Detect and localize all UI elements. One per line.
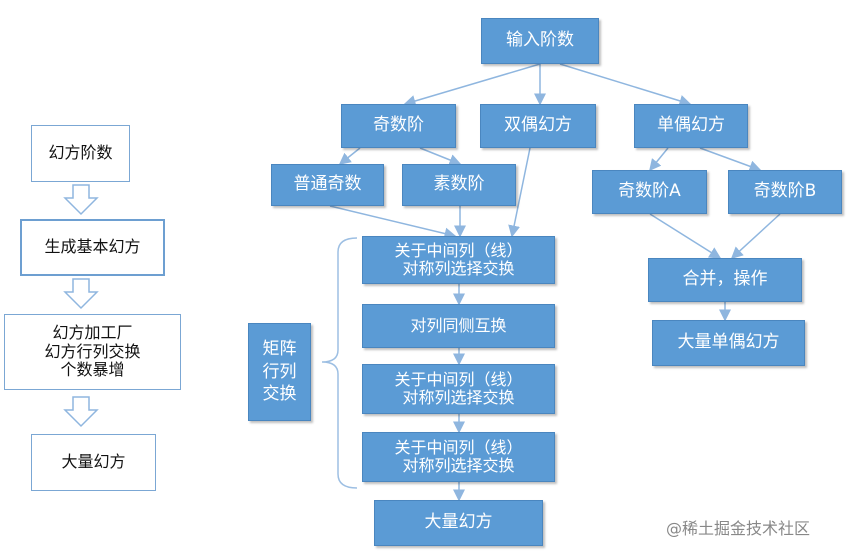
edge-odd-prime xyxy=(419,147,462,166)
node-many-magic-label: 大量幻方 xyxy=(424,512,493,533)
node-odd-a-label: 奇数阶A xyxy=(618,181,681,202)
hollow-arrow-3 xyxy=(63,396,99,428)
left-step-order-label: 幻方阶数 xyxy=(48,143,113,163)
node-double-even-label: 双偶幻方 xyxy=(504,115,572,136)
node-odd-a: 奇数阶A xyxy=(592,170,707,214)
left-step-generate-label: 生成基本幻方 xyxy=(44,237,141,257)
edge-double-step1 xyxy=(508,147,531,238)
node-odd-b-label: 奇数阶B xyxy=(753,181,817,202)
node-swap-step3-line1: 关于中间列（线） xyxy=(394,369,523,389)
left-step-factory-line2: 幻方行列交换 xyxy=(44,341,141,361)
edge-single-b xyxy=(699,147,762,173)
matrix-swap-label-line1: 矩阵 xyxy=(262,338,297,359)
left-step-factory: 幻方加工厂 幻方行列交换 个数暴增 xyxy=(4,314,181,390)
node-prime-order-label: 素数阶 xyxy=(433,174,485,195)
node-swap-step3-line2: 对称列选择交换 xyxy=(402,388,515,407)
node-swap-step1-line1: 关于中间列（线） xyxy=(394,240,523,260)
node-input-order: 输入阶数 xyxy=(481,18,599,64)
hollow-arrow-1 xyxy=(63,184,99,216)
watermark: @稀土掘金技术社区 xyxy=(666,519,811,538)
node-many-single-even: 大量单偶幻方 xyxy=(652,320,805,366)
edge-odd-normal xyxy=(338,147,361,165)
node-many-magic: 大量幻方 xyxy=(374,500,543,546)
node-normal-odd: 普通奇数 xyxy=(271,164,384,206)
matrix-swap-label-line3: 交换 xyxy=(262,384,297,405)
node-swap-step4-line1: 关于中间列（线） xyxy=(394,437,523,457)
edge-single-a xyxy=(649,147,669,172)
left-step-result-label: 大量幻方 xyxy=(61,452,126,472)
node-swap-step4: 关于中间列（线） 对称列选择交换 xyxy=(362,432,555,482)
node-swap-step1: 关于中间列（线） 对称列选择交换 xyxy=(362,236,555,284)
edge-root-single xyxy=(559,63,692,107)
node-many-single-even-label: 大量单偶幻方 xyxy=(677,332,780,353)
node-merge-label: 合并，操作 xyxy=(682,269,768,290)
node-normal-odd-label: 普通奇数 xyxy=(293,174,362,195)
node-odd-b: 奇数阶B xyxy=(728,170,842,214)
node-merge: 合并，操作 xyxy=(648,258,802,302)
matrix-swap-label: 矩阵 行列 交换 xyxy=(248,323,311,421)
node-same-side-swap-label: 对列同侧互换 xyxy=(410,315,507,335)
matrix-bracket xyxy=(321,237,358,489)
node-swap-step3: 关于中间列（线） 对称列选择交换 xyxy=(362,364,555,414)
left-step-factory-line1: 幻方加工厂 xyxy=(52,323,133,343)
edge-a-merge xyxy=(649,213,722,259)
left-step-result: 大量幻方 xyxy=(31,434,156,491)
node-swap-step4-line2: 对称列选择交换 xyxy=(402,456,515,475)
node-single-even: 单偶幻方 xyxy=(634,104,748,148)
node-double-even: 双偶幻方 xyxy=(480,104,596,148)
node-odd-order: 奇数阶 xyxy=(341,104,456,148)
edge-b-merge xyxy=(730,213,781,260)
left-step-generate: 生成基本幻方 xyxy=(20,219,165,276)
node-prime-order: 素数阶 xyxy=(402,164,516,206)
edge-normal-step1 xyxy=(329,205,457,240)
edge-root-odd xyxy=(403,63,541,107)
node-same-side-swap: 对列同侧互换 xyxy=(362,304,555,348)
node-swap-step1-line2: 对称列选择交换 xyxy=(402,259,515,278)
node-input-order-label: 输入阶数 xyxy=(506,30,574,51)
node-single-even-label: 单偶幻方 xyxy=(657,115,725,136)
left-step-factory-line3: 个数暴增 xyxy=(60,360,125,380)
left-step-order: 幻方阶数 xyxy=(31,125,130,182)
node-odd-order-label: 奇数阶 xyxy=(373,115,424,136)
matrix-swap-label-line2: 行列 xyxy=(262,361,297,382)
hollow-arrow-2 xyxy=(63,278,99,310)
